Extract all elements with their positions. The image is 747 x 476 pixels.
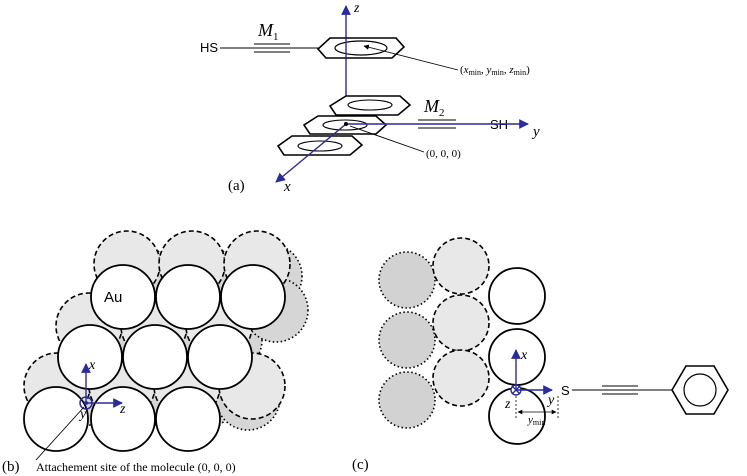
lower-ring-inner-ellipses <box>297 99 393 152</box>
au-far-column <box>378 251 436 429</box>
m1-label: M1 <box>257 20 279 43</box>
z-axis-label-c: z <box>504 397 511 412</box>
y-axis-label-b: y <box>78 407 87 422</box>
panel-b: Au x y z (b) Attachement site of the mol… <box>2 230 309 475</box>
au-middle-column <box>432 237 490 407</box>
panel-c-label: (c) <box>352 457 369 473</box>
min-point-leader <box>363 44 459 71</box>
attachment-site-c <box>510 349 553 396</box>
panel-a: z HS M1 (xmin, ymin, zmin) <box>200 1 540 195</box>
y-axis-label-a: y <box>531 124 540 140</box>
ymin-label: ymin <box>527 414 545 427</box>
caption-leader-b <box>35 406 85 461</box>
upper-benzene-ring <box>316 37 406 59</box>
benzene-ring-c <box>671 365 729 415</box>
triple-bond-c <box>572 385 672 395</box>
au-label: Au <box>104 289 122 306</box>
origin-point-label: (0, 0, 0) <box>426 148 461 160</box>
s-atom-label: S <box>561 383 570 398</box>
panel-b-caption: Attachement site of the molecule (0, 0, … <box>36 460 236 474</box>
x-axis-label-a: x <box>283 179 291 195</box>
m2-label: M2 <box>423 96 445 119</box>
x-axis-a <box>275 123 347 183</box>
origin-leader <box>349 125 425 153</box>
panel-a-label: (a) <box>228 178 245 194</box>
y-axis-label-c: y <box>546 393 555 408</box>
ymin-dimension <box>515 396 559 418</box>
origin-dot <box>344 122 348 126</box>
panel-b-label: (b) <box>2 459 20 475</box>
hs-left-label: HS <box>200 40 218 55</box>
au-front-column <box>488 267 546 445</box>
x-axis-label-b: x <box>88 358 96 373</box>
triple-bond-m1 <box>220 43 320 53</box>
panel-c: x z y ymin S (c) <box>352 237 729 473</box>
min-point-label: (xmin, ymin, zmin) <box>460 64 530 77</box>
z-axis-label-b: z <box>119 402 126 417</box>
attachment-site-b <box>79 363 123 410</box>
x-axis-label-c: x <box>520 348 528 363</box>
z-axis-label-a: z <box>353 1 360 16</box>
au-top-layer <box>23 264 286 452</box>
